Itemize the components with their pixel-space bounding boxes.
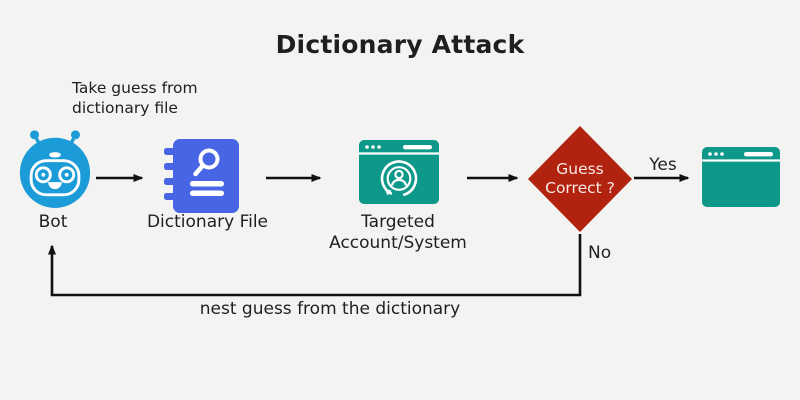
- browser-address-bar: [403, 145, 432, 150]
- account-emblem: [380, 160, 418, 197]
- notebook-text-lines: [190, 181, 224, 196]
- dictionary-file-label: Dictionary File: [146, 212, 269, 232]
- targeted-system-label-line1: Targeted: [361, 212, 435, 232]
- yes-edge-label: Yes: [649, 155, 677, 175]
- bot-antenna-tip-left: [30, 130, 40, 140]
- robot-head-icon: [19, 130, 91, 208]
- decision-label-line1: Guess: [556, 160, 604, 178]
- bot-mouth: [48, 182, 62, 190]
- bot-annotation-line1: Take guess from: [72, 79, 198, 97]
- result-address-bar: [744, 152, 773, 157]
- bot-face-outline: [29, 159, 81, 197]
- browser-window-icon: [702, 147, 780, 207]
- loop-edge-label: nest guess from the dictionary: [199, 299, 461, 319]
- bot-cap-bump: [49, 152, 61, 158]
- sync-arrowhead: [385, 189, 392, 196]
- person-shoulders: [391, 178, 407, 186]
- search-icon: [193, 148, 220, 177]
- person-head: [394, 169, 404, 180]
- page-title: Dictionary Attack: [275, 30, 525, 59]
- bot-antenna-tip-right: [70, 130, 80, 140]
- decision-label-line2: Correct ?: [545, 179, 615, 197]
- notebook-search-icon: [164, 139, 239, 213]
- result-window: [702, 147, 780, 207]
- browser-account-icon: [359, 140, 439, 204]
- decision-diamond: [528, 126, 632, 232]
- arrow-no-loop-to-bot: [48, 234, 582, 297]
- targeted-system-label-line2: Account/System: [329, 232, 467, 253]
- bot-label: Bot: [38, 212, 68, 232]
- decision-label: Guess Correct ?: [528, 126, 632, 232]
- targeted-system-label: Targeted Account/System: [320, 212, 476, 253]
- bot-annotation-line2: dictionary file: [72, 98, 178, 117]
- no-edge-label: No: [588, 243, 612, 263]
- bot-annotation: Take guess from dictionary file: [72, 79, 198, 118]
- browser-dots: [365, 145, 381, 149]
- bot-eyes: [34, 166, 76, 184]
- result-dots: [708, 152, 724, 156]
